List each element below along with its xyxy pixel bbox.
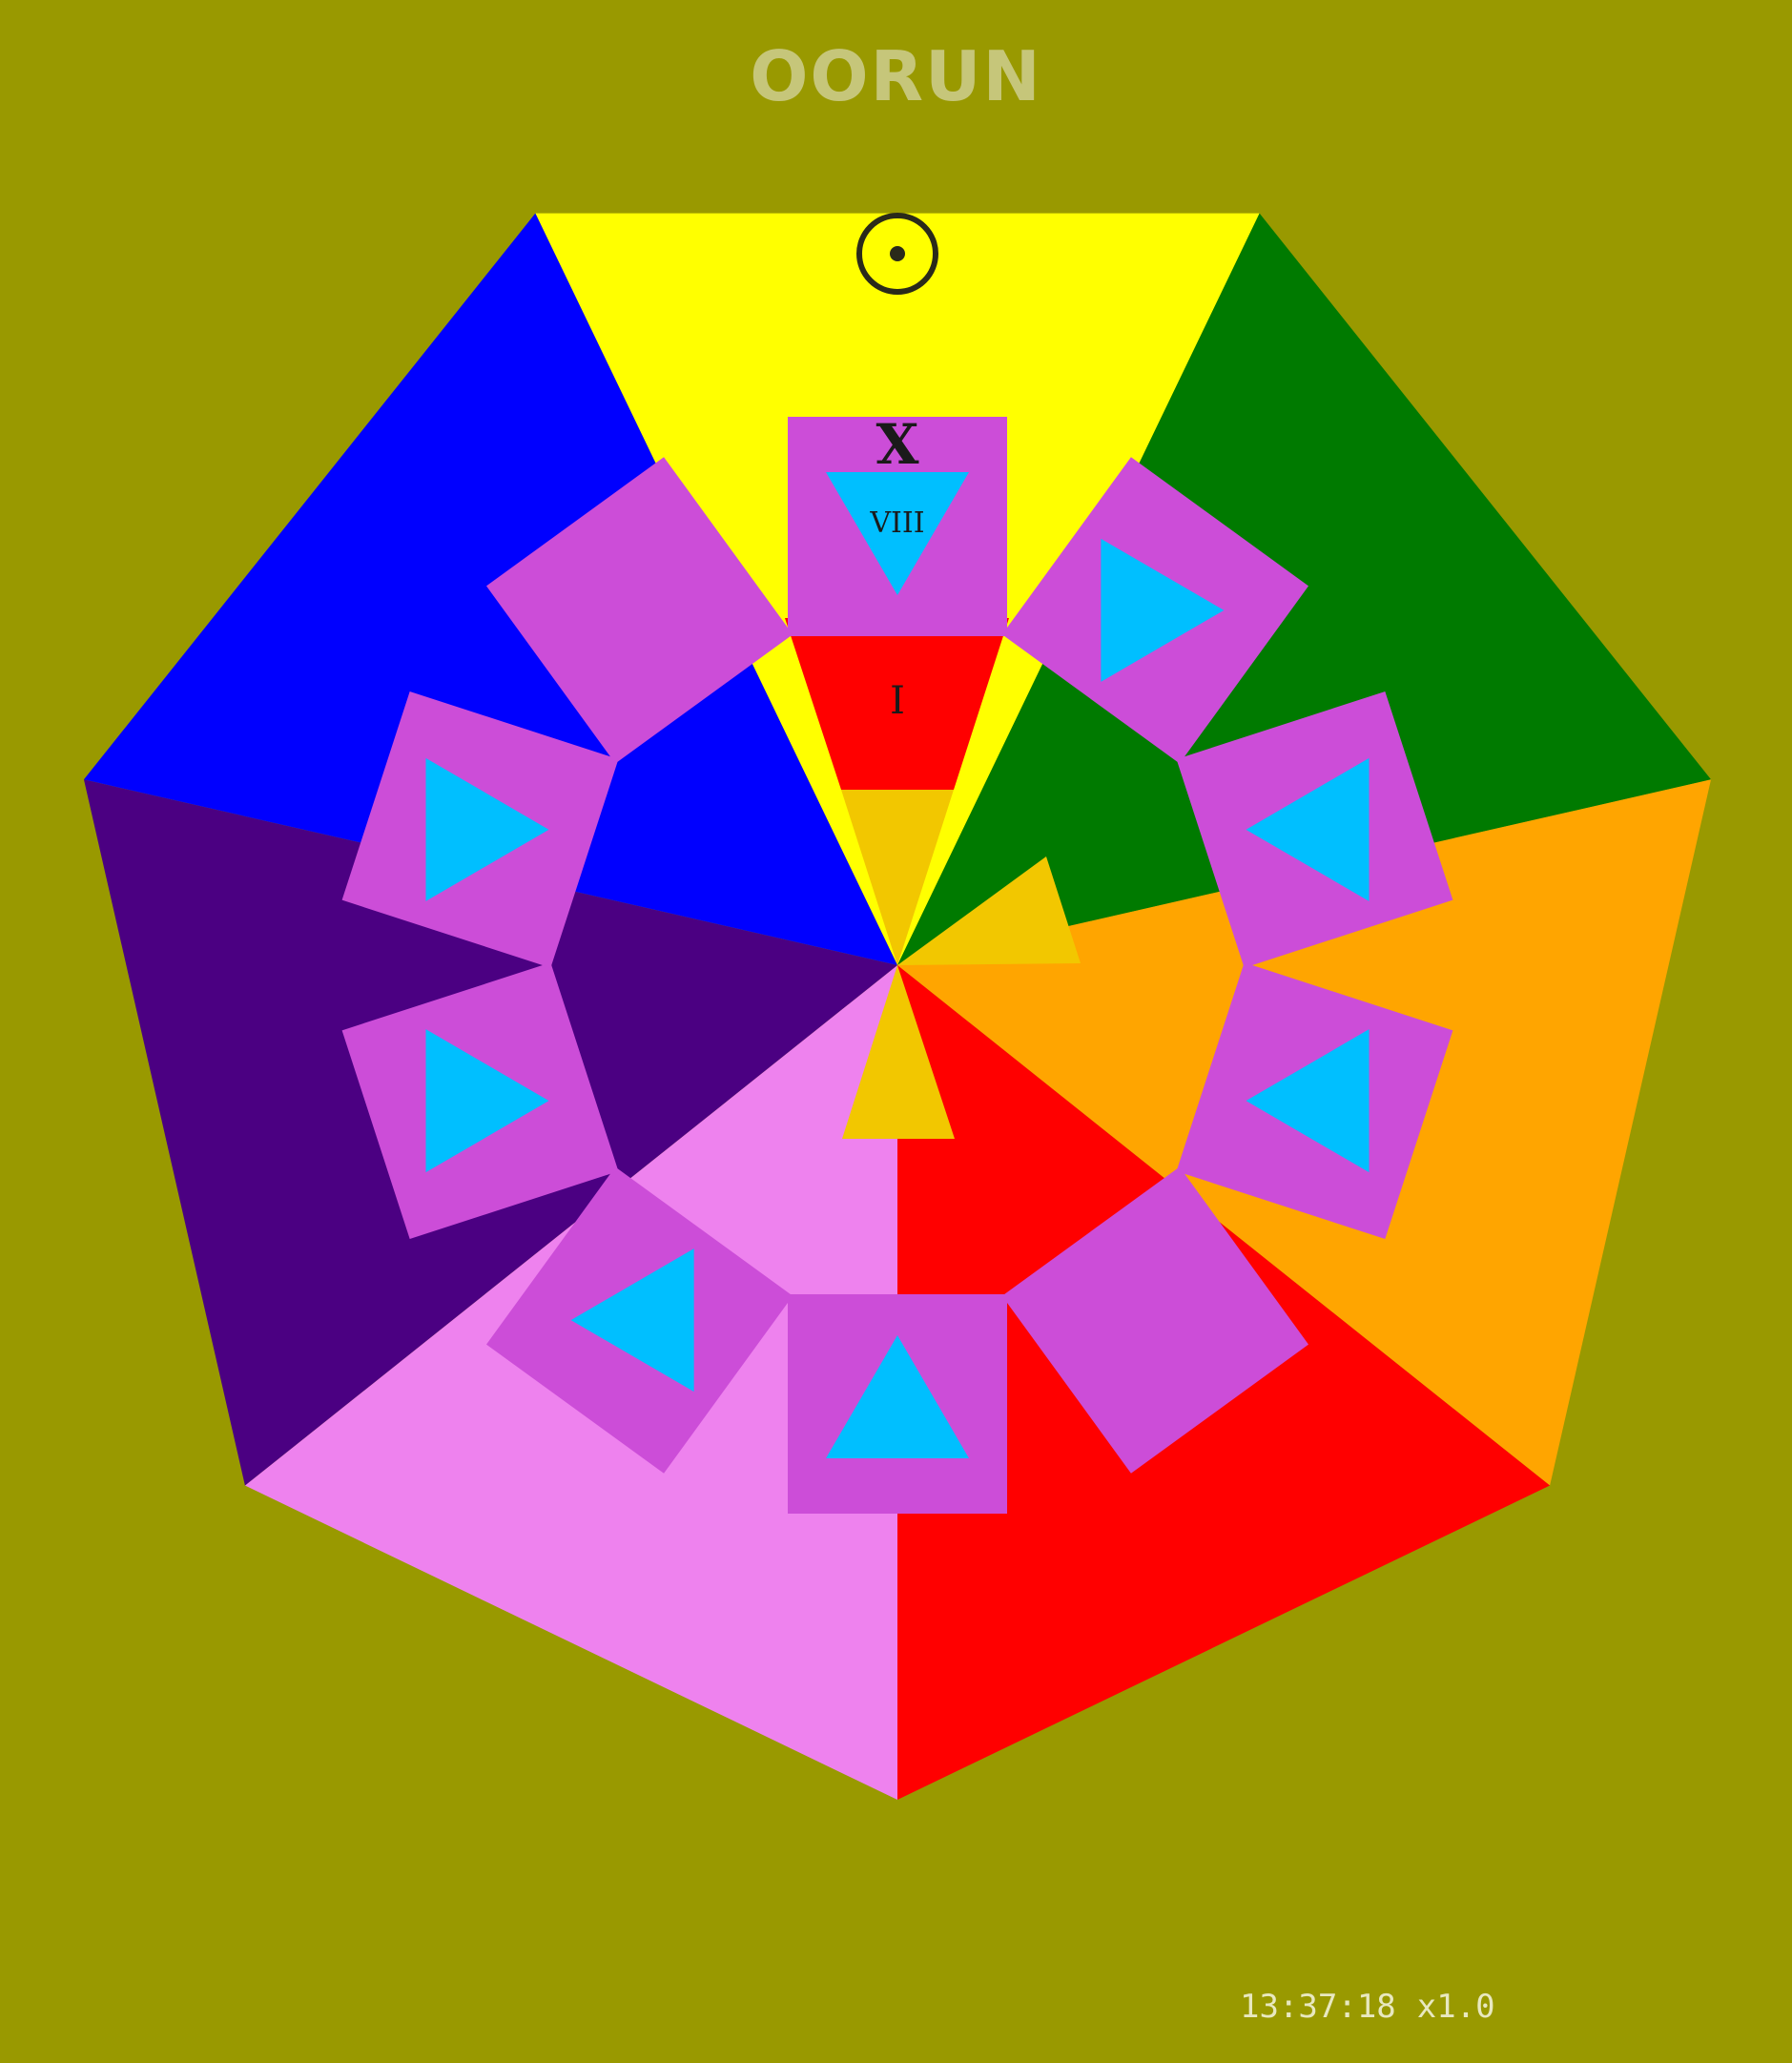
arrow-left-icon — [1246, 1029, 1370, 1173]
sun-icon — [856, 213, 938, 295]
arrow-left-icon — [1246, 757, 1370, 901]
arrow-up-icon — [826, 1335, 969, 1458]
tile-face[interactable] — [485, 457, 793, 764]
arrow-triangle — [826, 472, 969, 595]
arrow-left-icon — [570, 1248, 694, 1393]
selected-tile-inner-label: VIII — [869, 506, 924, 540]
center-label: I — [890, 679, 905, 723]
tile-left-2[interactable] — [341, 962, 619, 1240]
arrow-triangle — [570, 1248, 694, 1393]
status-readout: 13:37:18 x1.0 — [1240, 1988, 1602, 2026]
tile-lower-left[interactable] — [485, 1166, 793, 1474]
tile-right-2[interactable] — [1176, 962, 1453, 1240]
tile-right-1[interactable] — [1176, 691, 1453, 968]
game-title: OORUN — [750, 36, 1042, 116]
arrow-triangle — [1246, 1029, 1370, 1173]
arrow-triangle — [1101, 538, 1225, 682]
hand-down — [842, 965, 955, 1139]
tile-lower-right[interactable] — [1001, 1166, 1309, 1474]
sun-icon-ring — [856, 213, 938, 295]
hand-right — [897, 856, 1081, 965]
tile-upper-right[interactable] — [1001, 457, 1309, 764]
arrow-triangle — [826, 1335, 969, 1458]
tile-top[interactable] — [788, 417, 1007, 636]
arrow-triangle — [425, 757, 549, 901]
arrow-triangle — [425, 1029, 549, 1173]
center-indicator — [785, 618, 1009, 790]
tile-ring — [341, 417, 1453, 1514]
selected-tile-top-label: X — [875, 412, 918, 477]
speed-multiplier: x1.0 — [1416, 1988, 1495, 2026]
arrow-triangle — [1246, 757, 1370, 901]
hand-up — [841, 790, 954, 965]
tile-face[interactable] — [1001, 1166, 1309, 1474]
clock-time: 13:37:18 — [1240, 1988, 1396, 2026]
tile-left-1[interactable] — [341, 691, 619, 968]
arrow-right-icon — [1101, 538, 1225, 682]
arrow-right-icon — [425, 1029, 549, 1173]
arrow-right-icon — [425, 757, 549, 901]
arrow-down-icon — [826, 472, 969, 595]
sun-icon-dot — [890, 246, 905, 261]
tile-bottom[interactable] — [788, 1294, 1007, 1514]
tile-upper-left[interactable] — [485, 457, 793, 764]
clock-hands — [841, 790, 1081, 1139]
